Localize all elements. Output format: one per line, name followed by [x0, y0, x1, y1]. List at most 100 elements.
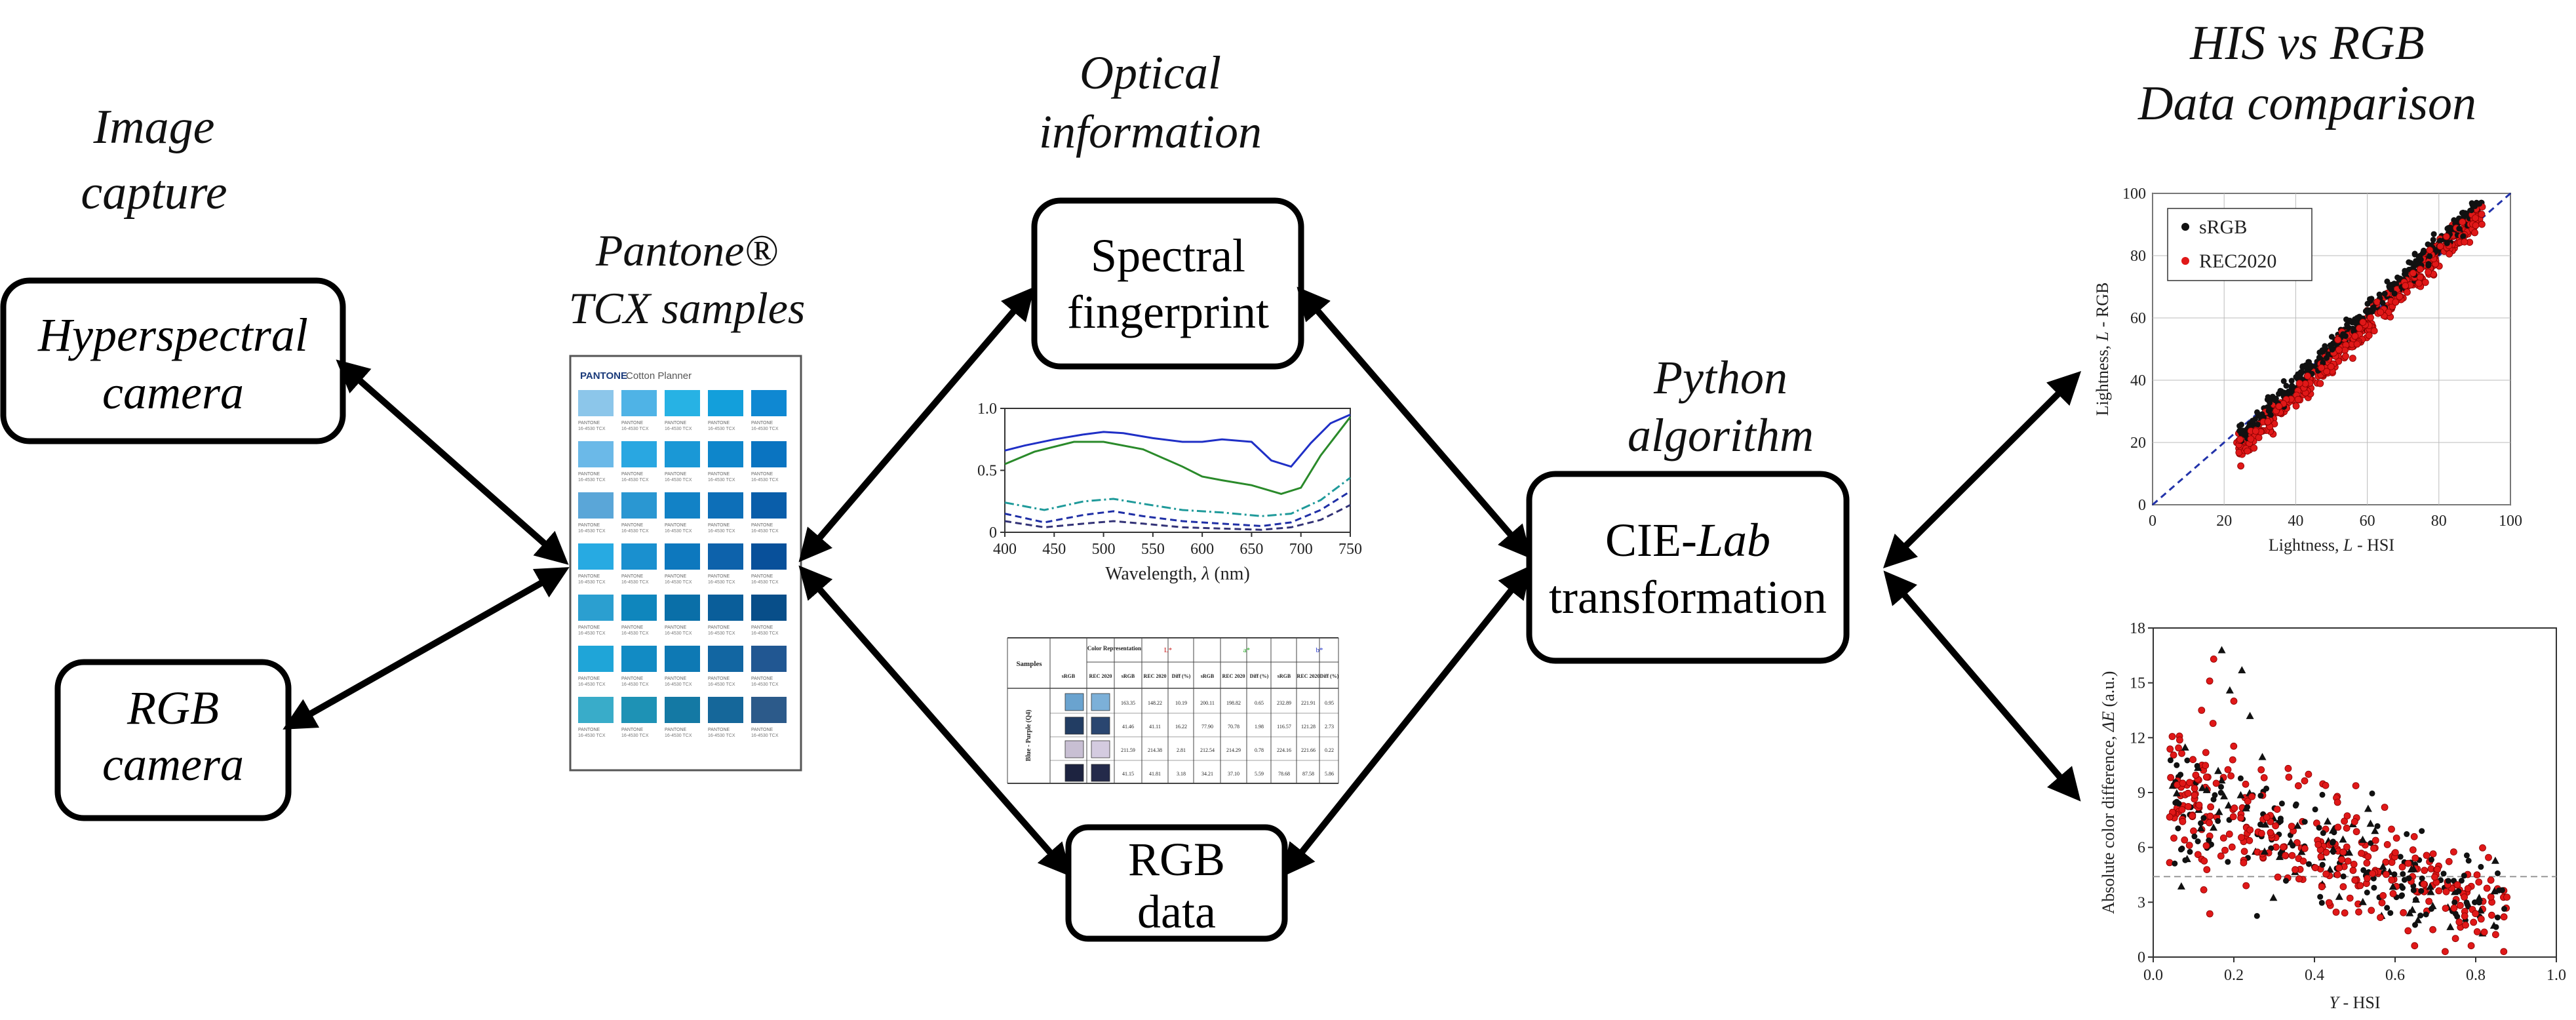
table-cell: 5.86: [1325, 771, 1334, 777]
caption-line: TCX samples: [569, 283, 806, 333]
scatter-point-srgb: [2339, 835, 2347, 843]
scatter-point-rec2020: [2382, 858, 2390, 866]
scatter-point-rec2020: [2250, 444, 2258, 452]
x-tick-label: 0.2: [2224, 967, 2244, 984]
scatter-point-srgb: [2389, 882, 2397, 890]
x-tick-label: 0: [2149, 513, 2156, 530]
scatter-point-srgb: [2242, 804, 2250, 812]
pantone-swatch: [621, 646, 657, 672]
scatter-point-rec2020: [2488, 911, 2495, 919]
scatter-point-srgb: [2326, 865, 2334, 873]
table-cell: 148.22: [1148, 700, 1162, 706]
scatter-point-rec2020: [2359, 319, 2367, 326]
scatter-point-srgb: [2277, 815, 2284, 822]
table-header-b: b*: [1316, 646, 1323, 654]
spectral-series-line: [1004, 490, 1351, 528]
scatter-point-rec2020: [2170, 751, 2177, 759]
scatter-point-rec2020: [2472, 214, 2479, 222]
scatter-point-srgb: [2301, 819, 2308, 825]
scatter-point-rec2020: [2202, 842, 2210, 850]
table-cell: 212.54: [1200, 747, 1215, 753]
swatch-label: PANTONE: [578, 677, 600, 681]
legend-label-rec2020: REC2020: [2199, 250, 2276, 272]
swatch-code: 16-4530 TCX: [665, 427, 692, 431]
swatch-grid: PANTONE 16-4530 TCX PANTONE 16-4530 TCX PANT…: [578, 390, 787, 738]
arrow-rgbcam-pantone: [283, 567, 570, 730]
scatter-point-rec2020: [2334, 336, 2342, 343]
swatch-code: 16-4530 TCX: [708, 631, 735, 636]
scatter-point-srgb: [2267, 399, 2273, 406]
x-tick-label: 0.4: [2305, 967, 2324, 984]
scatter-point-srgb: [2260, 847, 2269, 855]
y-axis-label-suffix: (a.u.): [2099, 671, 2118, 711]
scatter-point-rec2020: [2487, 893, 2495, 901]
swatch-label: PANTONE: [751, 523, 773, 528]
scatter-point-rec2020: [2184, 803, 2192, 810]
swatch-code: 16-4530 TCX: [578, 427, 606, 431]
scatter-point-srgb: [2250, 418, 2256, 424]
y-axis-label-prefix: Absolute color difference,: [2099, 732, 2118, 914]
scatter-point-rec2020: [2335, 864, 2343, 872]
scatter-point-srgb: [2376, 291, 2383, 298]
caption-line: algorithm: [1628, 409, 1814, 461]
scatter-point-srgb: [2283, 878, 2289, 884]
scatter-point-rec2020: [2363, 859, 2371, 867]
scatter-point-rec2020: [2229, 756, 2236, 764]
scatter-point-rec2020: [2367, 314, 2374, 321]
scatter-point-srgb: [2179, 845, 2185, 852]
caption-line: Optical: [1080, 47, 1221, 99]
scatter-point-srgb: [2397, 853, 2404, 860]
table-subheader: Diff (%): [1172, 673, 1191, 679]
scatter-point-srgb: [2369, 790, 2375, 796]
scatter-point-rec2020: [2461, 912, 2469, 920]
pantone-swatch: [751, 697, 787, 723]
scatter-point-srgb: [2329, 845, 2337, 853]
x-tick-label: 700: [1289, 541, 1313, 558]
scatter-point-rec2020: [2467, 942, 2475, 950]
scatter-point-rec2020: [2244, 447, 2252, 455]
scatter-point-srgb: [2381, 290, 2388, 297]
table-cell: 41.15: [1122, 771, 1134, 777]
scatter-point-srgb: [2181, 743, 2189, 751]
table-header-a: a*: [1243, 646, 1250, 654]
swatch-label: PANTONE: [751, 472, 773, 477]
scatter-point-srgb: [2191, 833, 2198, 840]
scatter-point-srgb: [2459, 210, 2465, 216]
scatter-point-rec2020: [2295, 875, 2303, 883]
swatch-code: 16-4530 TCX: [578, 478, 606, 482]
scatter-point-srgb: [2202, 785, 2211, 793]
caption-optical-information: Optical information: [1039, 47, 1262, 158]
box-line: fingerprint: [1067, 286, 1269, 338]
scatter-point-rec2020: [2279, 843, 2287, 851]
scatter-point-srgb: [2238, 422, 2244, 428]
box-line: Hyperspectral: [37, 309, 308, 361]
pantone-swatch: [578, 543, 614, 570]
swatch-code: 16-4530 TCX: [578, 631, 606, 636]
box-border: [54, 659, 292, 821]
y-axis-label-symbol: ΔE: [2099, 711, 2118, 732]
y-tick-label: 0: [2138, 497, 2146, 514]
scatter-point-srgb: [2490, 887, 2499, 895]
x-tick-label: 550: [1141, 541, 1165, 558]
scatter-point-rec2020: [2178, 806, 2186, 814]
swatch-code: 16-4530 TCX: [621, 580, 649, 585]
scatter-point-srgb: [2281, 389, 2288, 396]
scatter-point-srgb: [2465, 857, 2472, 864]
scatter-point-rec2020: [2323, 368, 2331, 376]
scatter-point-rec2020: [2191, 791, 2198, 799]
arrow-pantone-rgbdata: [798, 565, 1072, 877]
table-cell: 37.10: [1228, 771, 1239, 777]
scatter-point-srgb: [2411, 260, 2418, 267]
pantone-swatch: [665, 543, 700, 570]
card-header: PANTONE: [580, 370, 627, 382]
swatch-code: 16-4530 TCX: [665, 682, 692, 687]
table-cell: 221.91: [1301, 700, 1316, 706]
scatter-point-srgb: [2172, 789, 2181, 796]
scatter-point-rec2020: [2293, 839, 2301, 846]
scatter-point-rec2020: [2487, 876, 2495, 884]
scatter-point-rec2020: [2195, 801, 2203, 809]
scatter-point-rec2020: [2207, 803, 2215, 811]
scatter-point-srgb: [2176, 800, 2182, 807]
